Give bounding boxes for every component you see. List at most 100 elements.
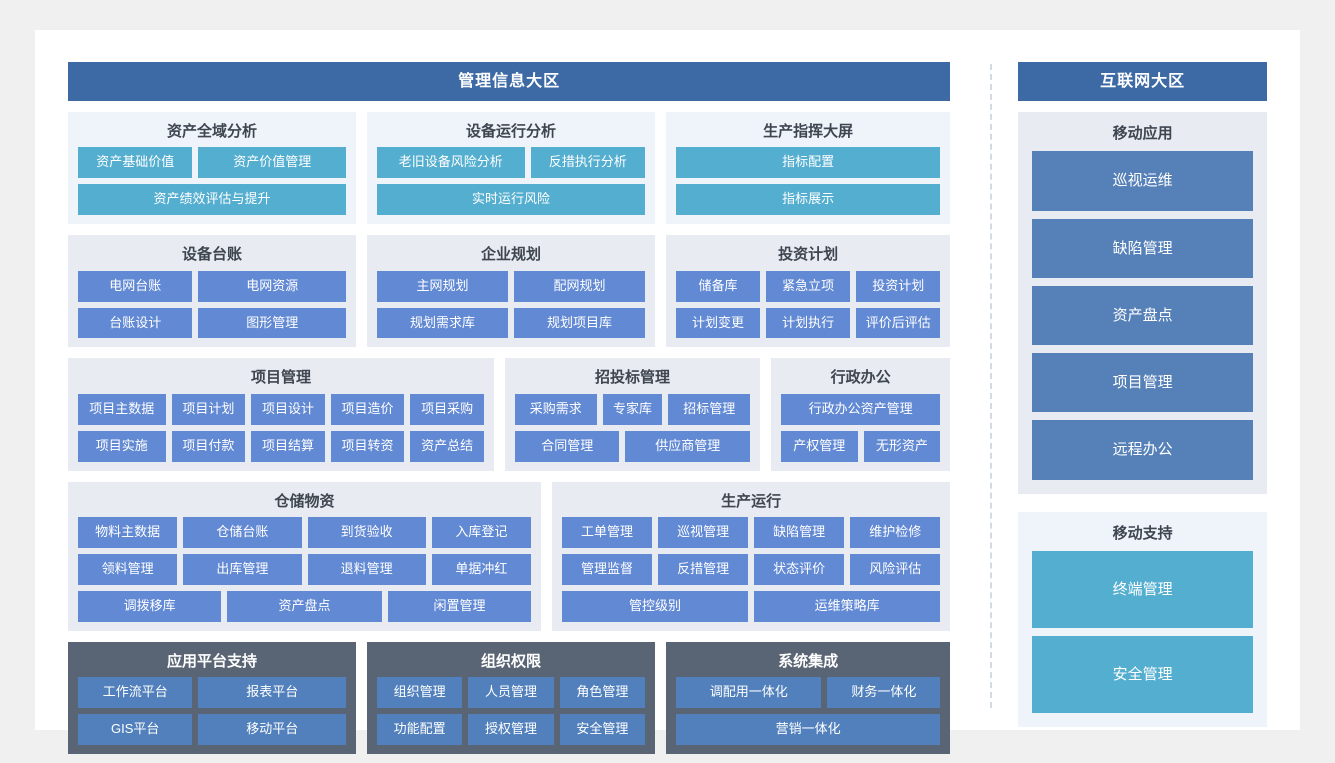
module-button[interactable]: 调配用一体化 xyxy=(676,676,822,708)
module-button[interactable]: 供应商管理 xyxy=(625,430,750,462)
module-button[interactable]: 安全管理 xyxy=(559,713,645,745)
module-button[interactable]: 组织管理 xyxy=(377,676,463,708)
module-button[interactable]: 项目转资 xyxy=(330,430,405,462)
module-button[interactable]: 闲置管理 xyxy=(387,590,532,622)
module-button[interactable]: 管控级别 xyxy=(562,590,749,622)
module-button[interactable]: 角色管理 xyxy=(559,676,645,708)
module-button[interactable]: 行政办公资产管理 xyxy=(781,393,941,425)
module-button[interactable]: 缺陷管理 xyxy=(1032,218,1253,278)
panel-title: 移动应用 xyxy=(1112,125,1173,143)
button-row: 指标展示 xyxy=(676,184,941,216)
module-button[interactable]: 物料主数据 xyxy=(78,516,178,548)
module-button[interactable]: 领料管理 xyxy=(78,553,178,585)
module-button[interactable]: 远程办公 xyxy=(1032,420,1253,480)
module-button[interactable]: 规划项目库 xyxy=(514,307,645,339)
button-row: 管控级别 运维策略库 xyxy=(562,590,941,622)
module-button[interactable]: 项目主数据 xyxy=(78,393,166,425)
module-button[interactable]: 风险评估 xyxy=(850,553,941,585)
module-button[interactable]: 投资计划 xyxy=(856,270,941,302)
module-button[interactable]: 财务一体化 xyxy=(827,676,941,708)
panel-title: 投资计划 xyxy=(778,246,839,264)
module-button[interactable]: 指标配置 xyxy=(676,147,941,179)
module-button[interactable]: 项目管理 xyxy=(1032,353,1253,413)
module-button[interactable]: 终端管理 xyxy=(1032,550,1253,629)
button-row: 工单管理 巡视管理 缺陷管理 维护检修 xyxy=(562,516,941,548)
button-row: 老旧设备风险分析 反措执行分析 xyxy=(377,147,645,179)
module-button[interactable]: 项目付款 xyxy=(171,430,246,462)
module-button[interactable]: 授权管理 xyxy=(468,713,554,745)
module-button[interactable]: 无形资产 xyxy=(863,430,941,462)
module-button[interactable]: 计划执行 xyxy=(766,307,851,339)
module-button[interactable]: 出库管理 xyxy=(183,553,302,585)
module-button[interactable]: 工单管理 xyxy=(562,516,653,548)
module-button[interactable]: 运维策略库 xyxy=(754,590,941,622)
module-button[interactable]: GIS平台 xyxy=(78,713,193,745)
module-button[interactable]: 营销一体化 xyxy=(676,713,941,745)
module-button[interactable]: 资产盘点 xyxy=(227,590,382,622)
module-button[interactable]: 巡视运维 xyxy=(1032,151,1253,211)
button-row: 组织管理 人员管理 角色管理 xyxy=(377,676,645,708)
module-button[interactable]: 状态评价 xyxy=(754,553,845,585)
module-button[interactable]: 专家库 xyxy=(602,393,663,425)
module-button[interactable]: 规划需求库 xyxy=(377,307,508,339)
module-button[interactable]: 反措执行分析 xyxy=(530,147,645,179)
module-button[interactable]: 仓储台账 xyxy=(183,516,302,548)
module-button[interactable]: 报表平台 xyxy=(198,676,346,708)
button-row: 指标配置 xyxy=(676,147,941,179)
internet-zone-header: 互联网大区 xyxy=(1018,62,1267,102)
module-button[interactable]: 人员管理 xyxy=(468,676,554,708)
module-button[interactable]: 产权管理 xyxy=(781,430,858,462)
architecture-diagram-card: 管理信息大区 资产全域分析 资产基础价值 资产价值管理 资产绩效评估与提升 设备… xyxy=(35,30,1300,754)
module-button[interactable]: 电网资源 xyxy=(198,270,346,302)
module-button[interactable]: 紧急立项 xyxy=(766,270,851,302)
module-button[interactable]: 资产基础价值 xyxy=(78,147,193,179)
module-button[interactable]: 单据冲红 xyxy=(431,553,531,585)
module-button[interactable]: 功能配置 xyxy=(377,713,463,745)
panel-title: 企业规划 xyxy=(480,246,541,264)
panel-title: 生产运行 xyxy=(721,492,782,510)
module-button[interactable]: 安全管理 xyxy=(1032,636,1253,714)
module-button[interactable]: 采购需求 xyxy=(515,393,597,425)
module-button[interactable]: 台账设计 xyxy=(78,307,193,339)
module-button[interactable]: 工作流平台 xyxy=(78,676,193,708)
module-button[interactable]: 实时运行风险 xyxy=(377,184,645,216)
module-button[interactable]: 储备库 xyxy=(676,270,761,302)
module-button[interactable]: 项目造价 xyxy=(330,393,405,425)
module-button[interactable]: 项目计划 xyxy=(171,393,246,425)
module-button[interactable]: 项目设计 xyxy=(251,393,325,425)
module-button[interactable]: 管理监督 xyxy=(562,553,653,585)
module-button[interactable]: 调拨移库 xyxy=(78,590,222,622)
module-button[interactable]: 资产绩效评估与提升 xyxy=(78,184,346,216)
management-zone-header: 管理信息大区 xyxy=(68,62,951,102)
module-button[interactable]: 指标展示 xyxy=(676,184,941,216)
module-button[interactable]: 电网台账 xyxy=(78,270,193,302)
module-button[interactable]: 资产总结 xyxy=(410,430,484,462)
module-button[interactable]: 项目采购 xyxy=(410,393,484,425)
module-button[interactable]: 到货验收 xyxy=(307,516,426,548)
module-button[interactable]: 计划变更 xyxy=(676,307,761,339)
button-row: 资产基础价值 资产价值管理 xyxy=(78,147,346,179)
module-button[interactable]: 入库登记 xyxy=(431,516,531,548)
module-button[interactable]: 反措管理 xyxy=(658,553,749,585)
module-button[interactable]: 图形管理 xyxy=(198,307,346,339)
module-button[interactable]: 资产盘点 xyxy=(1032,285,1253,346)
panel-row-3: 项目管理 项目主数据 项目计划 项目设计 项目造价 项目采购 项目实施 项目付款… xyxy=(68,358,951,471)
zone-divider xyxy=(990,64,992,708)
module-button[interactable]: 缺陷管理 xyxy=(754,516,845,548)
module-button[interactable]: 老旧设备风险分析 xyxy=(377,147,525,179)
module-button[interactable]: 配网规划 xyxy=(514,270,645,302)
module-button[interactable]: 招标管理 xyxy=(668,393,751,425)
panel-warehouse-materials: 仓储物资 物料主数据 仓储台账 到货验收 入库登记 领料管理 出库管理 退料管理… xyxy=(68,481,541,631)
panel-asset-global-analysis: 资产全域分析 资产基础价值 资产价值管理 资产绩效评估与提升 xyxy=(68,112,356,225)
module-button[interactable]: 项目结算 xyxy=(251,430,325,462)
module-button[interactable]: 项目实施 xyxy=(78,430,166,462)
module-button[interactable]: 巡视管理 xyxy=(658,516,749,548)
module-button[interactable]: 退料管理 xyxy=(307,553,426,585)
module-button[interactable]: 资产价值管理 xyxy=(198,147,346,179)
panel-mobile-applications: 移动应用 巡视运维 缺陷管理 资产盘点 项目管理 远程办公 xyxy=(1018,112,1267,494)
module-button[interactable]: 维护检修 xyxy=(850,516,941,548)
module-button[interactable]: 主网规划 xyxy=(377,270,508,302)
module-button[interactable]: 合同管理 xyxy=(515,430,620,462)
module-button[interactable]: 评价后评估 xyxy=(856,307,941,339)
module-button[interactable]: 移动平台 xyxy=(198,713,346,745)
